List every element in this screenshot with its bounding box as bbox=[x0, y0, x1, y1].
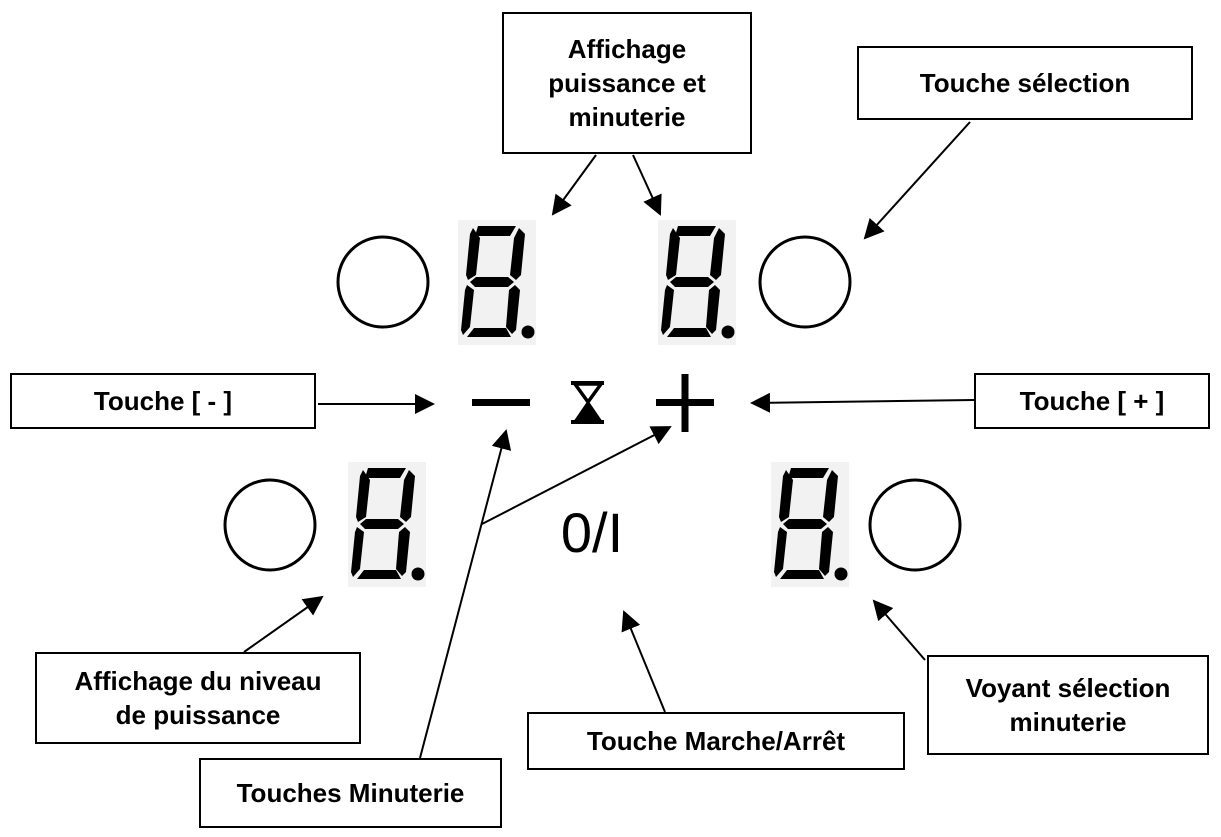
callout-line: de puissance bbox=[115, 700, 281, 730]
callout-line: Touches Minuterie bbox=[236, 778, 465, 808]
arrow-minuterie-moins bbox=[419, 429, 512, 759]
callout-line: Affichage du niveau bbox=[74, 666, 322, 696]
arrow-display-left bbox=[551, 154, 597, 216]
selection-key-bottom-left[interactable] bbox=[223, 478, 317, 572]
minus-key[interactable] bbox=[472, 399, 530, 406]
callout-line: Touche Marche/Arrêt bbox=[586, 726, 846, 756]
on-off-key[interactable]: 0/I bbox=[561, 501, 623, 564]
callout-affichage-niveau-puissance: Affichage du niveau de puissance bbox=[35, 652, 361, 744]
plus-key[interactable] bbox=[656, 374, 714, 432]
callout-affichage-puissance-minuterie: Affichage puissance et minuterie bbox=[502, 12, 752, 154]
callout-touches-minuterie: Touches Minuterie bbox=[199, 758, 502, 828]
callout-touche-marche-arret: Touche Marche/Arrêt bbox=[527, 712, 905, 770]
selection-key-top-right[interactable] bbox=[758, 235, 852, 329]
callout-line: puissance et bbox=[548, 68, 706, 98]
callout-line: minuterie bbox=[568, 102, 686, 132]
callout-line: Affichage bbox=[567, 34, 687, 64]
arrow-minuterie-plus bbox=[481, 426, 672, 525]
arrow-niveau-puissance bbox=[243, 595, 324, 653]
callout-touche-selection: Touche sélection bbox=[857, 46, 1193, 120]
digit-display-top-left bbox=[458, 220, 536, 345]
callout-line: Touche [ - ] bbox=[93, 386, 233, 416]
digit-display-bottom-left bbox=[348, 462, 426, 587]
callout-voyant-selection-minuterie: Voyant sélection minuterie bbox=[927, 655, 1209, 755]
arrow-display-right bbox=[632, 154, 662, 216]
digit-display-top-right bbox=[658, 220, 736, 345]
arrow-touche-selection bbox=[863, 121, 971, 240]
leader-lines bbox=[243, 121, 975, 759]
arrow-voyant-minuterie bbox=[872, 599, 926, 661]
arrow-touche-plus bbox=[750, 392, 975, 413]
callout-line: Voyant sélection bbox=[965, 673, 1171, 703]
selection-key-top-left[interactable] bbox=[336, 235, 430, 329]
callout-line: Touche [ + ] bbox=[1019, 386, 1165, 416]
digit-display-bottom-right bbox=[771, 462, 849, 587]
hourglass-icon bbox=[571, 381, 605, 424]
arrow-marche-arret bbox=[621, 610, 666, 713]
callout-line: minuterie bbox=[1009, 707, 1127, 737]
callout-touche-moins: Touche [ - ] bbox=[10, 373, 316, 429]
callout-line: Touche sélection bbox=[919, 68, 1131, 98]
selection-key-bottom-right[interactable] bbox=[868, 478, 962, 572]
callout-touche-plus: Touche [ + ] bbox=[974, 373, 1210, 429]
